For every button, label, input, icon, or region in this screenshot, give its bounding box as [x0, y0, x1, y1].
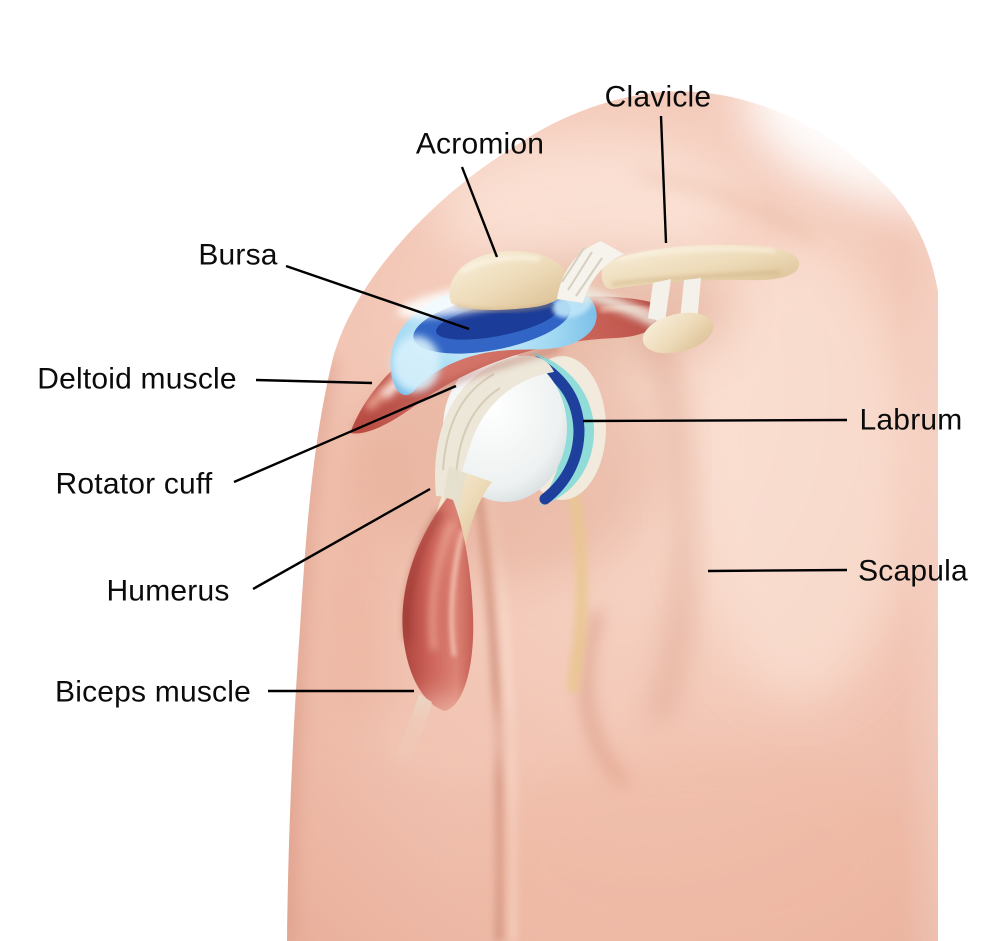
label-deltoid: Deltoid muscle: [37, 362, 237, 396]
label-biceps: Biceps muscle: [54, 675, 252, 709]
leader-line-scapula: [707, 568, 848, 573]
bursa-dark-core: [436, 300, 558, 340]
leader-line-labrum: [582, 418, 848, 423]
biceps-highlight-2: [449, 529, 465, 657]
clavicle-under-shadow: [611, 270, 781, 286]
biceps-dark-edge: [404, 510, 444, 641]
deltoid-dark-edge: [354, 346, 561, 430]
biceps: [375, 466, 515, 778]
coracoclavicular-ligament-1: [648, 279, 671, 322]
ac-joint-ligament: [557, 241, 624, 303]
leader-line-humerus: [252, 487, 431, 591]
label-humerus: Humerus: [106, 574, 230, 608]
label-rotator-cuff: Rotator cuff: [55, 467, 213, 501]
shoulder-highlight: [435, 135, 735, 275]
lower-chest-shading: [480, 740, 920, 941]
label-acromion: Acromion: [415, 127, 545, 161]
acromion-bone: [449, 251, 569, 310]
leader-line-clavicle: [659, 115, 668, 244]
acromion-under-shadow: [454, 302, 553, 312]
label-clavicle: Clavicle: [604, 80, 712, 114]
label-scapula: Scapula: [858, 554, 968, 588]
chest-highlight: [690, 240, 910, 700]
scapula-shadow: [639, 321, 700, 726]
label-labrum: Labrum: [859, 403, 963, 437]
labrum: [530, 352, 595, 506]
leader-line-deltoid: [255, 378, 373, 385]
rotator-cuff-striation-2: [455, 387, 501, 479]
shoulder-girdle-bones: [449, 241, 800, 354]
ac-ligament-striation-3: [561, 247, 585, 283]
coracoid-process: [642, 312, 714, 354]
clavicle-bone: [601, 244, 800, 290]
biceps-highlight-1: [429, 520, 455, 651]
clavicle-highlight: [617, 247, 776, 260]
labrum-teal-ring: [532, 352, 595, 506]
clavicle-skin-crease: [639, 172, 814, 241]
labrum-navy-arc: [530, 356, 585, 505]
ac-ligament-striation-1: [567, 251, 593, 291]
leader-lines: [233, 115, 848, 693]
ac-ligament-striation-2: [575, 257, 603, 297]
rotator-cuff-striation-1: [442, 373, 495, 471]
biceps-bottom-fade: [375, 698, 515, 778]
coracoclavicular-ligament-2: [680, 278, 701, 323]
rotator-cuff-tendon: [435, 355, 554, 498]
acromion-highlight: [460, 255, 541, 274]
bursa-left-light: [392, 336, 440, 392]
leader-line-bursa: [285, 264, 470, 331]
label-bursa: Bursa: [198, 238, 278, 272]
leader-line-rotator-cuff: [233, 384, 457, 484]
rotator-cuff: [435, 355, 554, 498]
leader-line-acromion: [460, 166, 499, 258]
right-edge-fade: [900, 0, 1000, 941]
